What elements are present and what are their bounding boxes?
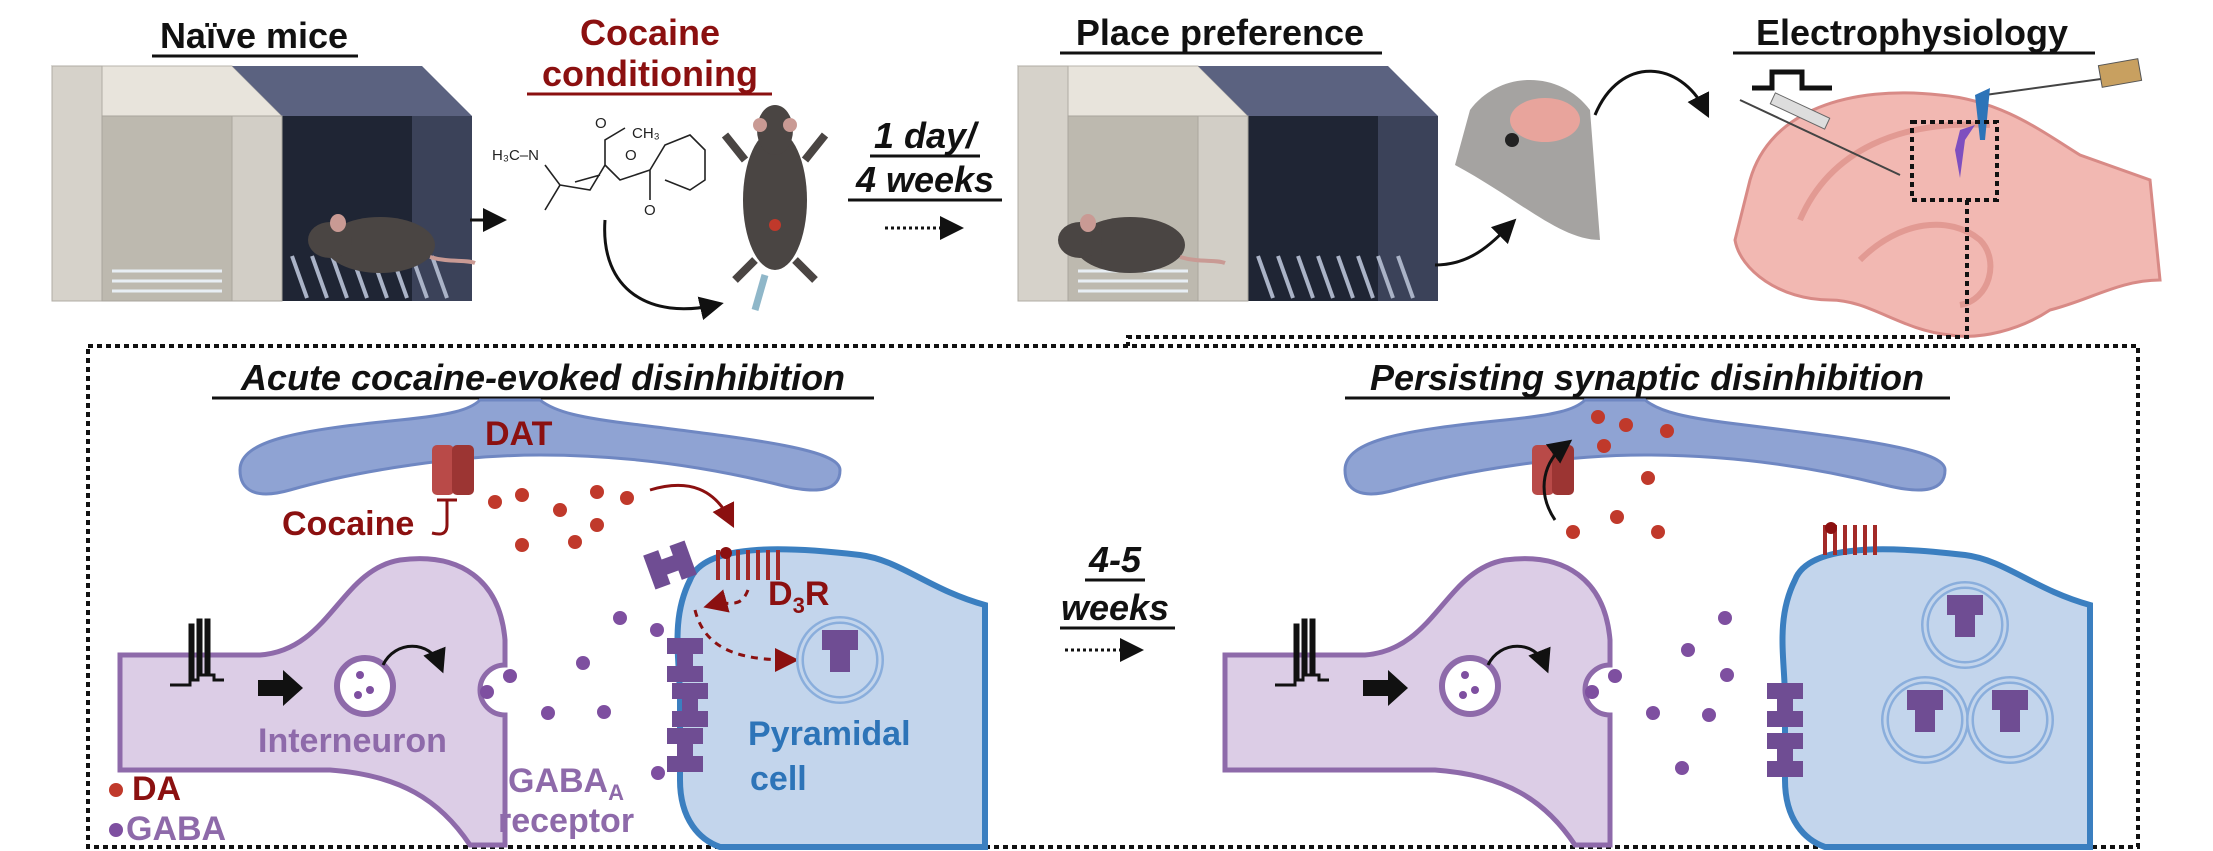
electrophysiology-panel: Electrophysiology (1126, 12, 2162, 346)
molecule-o2: O (625, 147, 637, 164)
arrow-icon (1363, 670, 1408, 706)
acute-panel: Acute cocaine-evoked disinhibition DAT C… (109, 357, 985, 848)
d3r-label: D3R (768, 575, 829, 618)
cocaine-label: Cocaine (282, 505, 414, 543)
reuptake-arrow-icon (1542, 439, 1573, 521)
injection-arrow-icon (603, 219, 724, 321)
da-legend-marker (109, 783, 123, 797)
dopamine-molecules (1566, 410, 1674, 539)
pyramidal-label: Pyramidal (748, 715, 911, 753)
pyramidal-neuron-icon (1975, 88, 1990, 140)
conditioning-title-line2: conditioning (542, 53, 758, 94)
interval-label: 1 day/ 4 weeks (848, 115, 1002, 240)
persisting-panel: Persisting synaptic disinhibition (1225, 357, 2090, 847)
synaptic-vesicle-icon (334, 655, 396, 717)
cocaine-molecule (544, 127, 706, 211)
conditioning-title-line1: Cocaine (580, 12, 720, 53)
gaba-legend-label: GABA (126, 810, 226, 848)
interval-line1: 1 day/ (874, 115, 980, 156)
gaba-molecules (1585, 611, 1734, 775)
molecule-o3: O (644, 202, 656, 219)
naive-mice-panel: Naïve mice (50, 15, 507, 303)
interneuron-icon (1955, 125, 1975, 178)
arrow-icon (1434, 218, 1517, 267)
inhibition-tbar-icon (431, 498, 457, 536)
hippocampus-slice (1733, 91, 2162, 338)
cell-label: cell (750, 760, 807, 798)
mouse-head-brain-icon (1455, 80, 1600, 240)
d3-receptor-icon (716, 547, 780, 580)
interneuron-label: Interneuron (258, 722, 447, 760)
d3-receptor-icon (1823, 522, 1877, 555)
dat-label: DAT (485, 415, 553, 453)
mechanism-box (86, 344, 2140, 849)
gaba-molecules (480, 611, 665, 780)
place-preference-cage (1016, 64, 1440, 303)
da-legend-label: DA (132, 770, 181, 808)
receptor-label: receptor (498, 802, 634, 840)
place-preference-title: Place preference (1076, 12, 1364, 53)
dopamine-molecules (488, 485, 634, 552)
transition-line2: weeks (1061, 587, 1169, 628)
dat-transporter-icon (432, 445, 474, 495)
dat-transporter-icon (1532, 445, 1574, 495)
gabaa-label: GABAA (508, 762, 624, 805)
transition-line1: 4-5 (1088, 539, 1142, 580)
legend: DA GABA (109, 770, 226, 848)
naive-mice-title: Naïve mice (160, 15, 348, 56)
molecule-h3c-n: H₃C–N (492, 147, 539, 164)
transition-label: 4-5 weeks (1060, 539, 1175, 662)
syringe-icon (751, 274, 769, 311)
stimulating-electrode-icon (1739, 99, 1901, 176)
place-preference-panel: Place preference (1016, 12, 1710, 303)
molecule-o1: O (595, 115, 607, 132)
arrow-icon (1593, 69, 1710, 119)
mouse-top-view-icon (721, 105, 829, 311)
molecule-ch3: CH₃ (632, 125, 660, 142)
synaptic-vesicle-icon (1439, 655, 1501, 717)
gaba-legend-marker (109, 823, 123, 837)
cocaine-conditioning-panel: Cocaine conditioning H₃C–N CH₃ O O O (492, 12, 829, 321)
stimulus-pulse-icon (1752, 69, 1832, 91)
persisting-title: Persisting synaptic disinhibition (1370, 357, 1924, 398)
interneuron-cell (1225, 559, 1610, 845)
electrophysiology-title: Electrophysiology (1756, 12, 2068, 53)
acute-title: Acute cocaine-evoked disinhibition (240, 357, 845, 398)
interval-line2: 4 weeks (855, 159, 994, 200)
arrow-icon (258, 670, 303, 706)
